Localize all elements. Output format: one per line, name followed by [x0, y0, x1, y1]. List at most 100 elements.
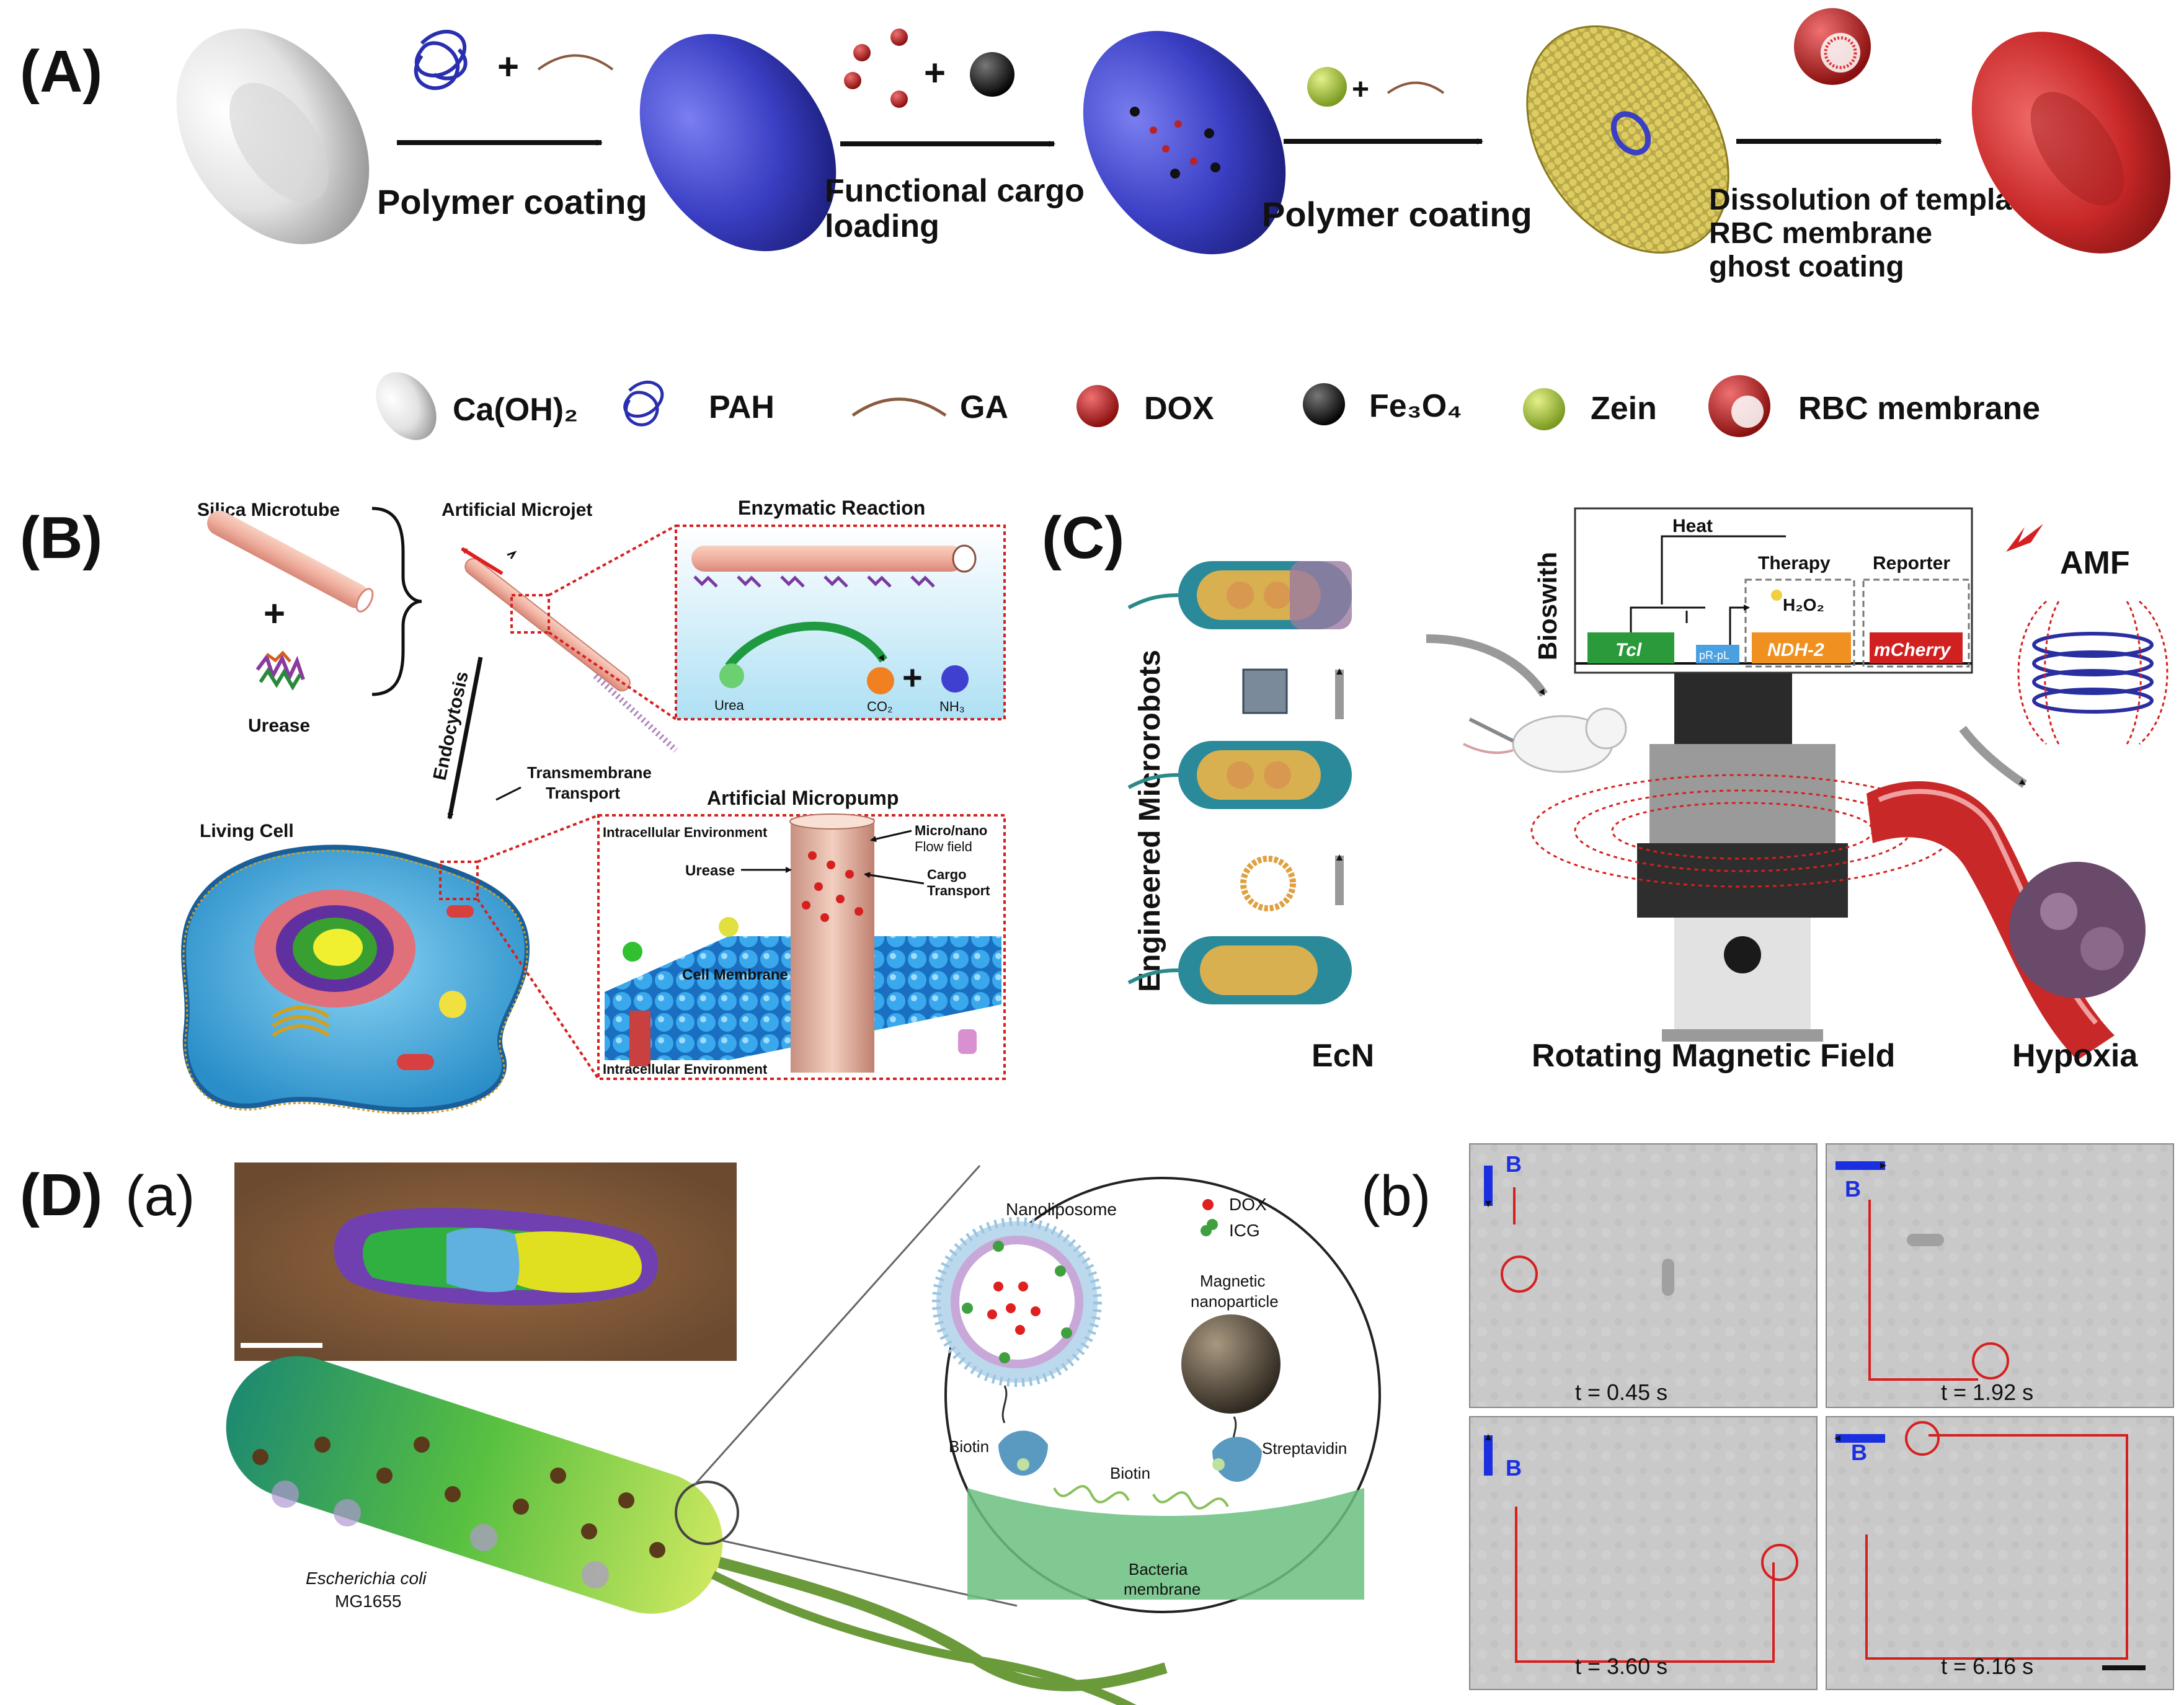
legend-dox-icon	[1076, 385, 1119, 427]
frame-1	[1469, 1143, 1818, 1408]
sem-image	[234, 1162, 737, 1361]
hypoxia-label: Hypoxia	[2012, 1038, 2138, 1074]
h2o2-label: H₂O₂	[1783, 595, 1824, 614]
legend-fe3o4: Fe₃O₄	[1369, 388, 1462, 424]
mcherry-gene-label: mCherry	[1874, 640, 1951, 660]
urease-pump-label: Urease	[685, 862, 735, 879]
prpl-promoter-label: pR-pL	[1699, 649, 1729, 662]
amf-coil	[2017, 600, 2168, 745]
plasmid-icon	[1240, 856, 1296, 911]
legend: Ca(OH)₂ PAH GA DOX Fe₃O₄ Zein RBC membra…	[376, 372, 2040, 440]
zoom-line-2	[548, 631, 677, 720]
artificial-microjet	[461, 547, 678, 753]
magnify-line-1	[693, 1165, 981, 1486]
amf-lightning-icon	[2006, 524, 2043, 552]
zein-ball-icon	[1307, 67, 1347, 107]
heat-label: Heat	[1672, 516, 1713, 536]
amf-arrow	[1959, 725, 2027, 788]
magnetic-label-2: nanoparticle	[1191, 1292, 1279, 1311]
artificial-microjet-label: Artificial Microjet	[442, 500, 592, 520]
flow-pointer	[870, 830, 912, 843]
pah-coated-particle	[639, 33, 837, 252]
frame-2-time: t = 1.92 s	[1941, 1380, 2033, 1405]
amf-label: AMF	[2060, 545, 2130, 581]
therapy-label: Therapy	[1758, 553, 1831, 574]
bacteria-rod	[226, 1356, 1168, 1705]
nanoliposome-label: Nanoliposome	[1006, 1200, 1117, 1219]
transmembrane-pointer	[495, 786, 522, 801]
step-label-2b: loading	[825, 208, 939, 244]
plus-sign-2: +	[924, 52, 946, 94]
rotating-field-label: Rotating Magnetic Field	[1532, 1038, 1895, 1074]
living-cell-illustration	[181, 844, 530, 1115]
plus-sign-3: +	[1352, 73, 1369, 106]
transmembrane-label-2: Transport	[546, 784, 620, 802]
legend-caoh2: Ca(OH)₂	[453, 392, 578, 428]
ndh2-gene-label: NDH-2	[1767, 640, 1824, 660]
biotin-label-left: Biotin	[949, 1437, 989, 1456]
zoom-line-4	[476, 898, 600, 1080]
legend-zein-icon	[1523, 388, 1565, 430]
rbc-coated-particle	[1971, 32, 2171, 254]
panel-d-label: (D)	[20, 1162, 102, 1228]
streptavidin-label: Streptavidin	[1262, 1439, 1347, 1458]
frame-3-field-label: B	[1506, 1455, 1522, 1481]
magnified-view	[932, 1177, 1381, 1613]
legend-fe3o4-icon	[1303, 383, 1345, 425]
panel-c-label: (C)	[1042, 505, 1124, 571]
silica-microtube	[207, 510, 374, 613]
legend-caoh2-icon	[376, 372, 437, 440]
enzymatic-reaction-title: Enzymatic Reaction	[738, 497, 925, 519]
tcl-gene-label: Tcl	[1615, 640, 1642, 660]
plus-sign-b: +	[264, 593, 285, 634]
urea-label: Urea	[714, 698, 744, 713]
plus-sign-1: +	[497, 46, 519, 87]
bacteria-membrane-label-1: Bacteria	[1129, 1560, 1188, 1579]
magnetic-label-1: Magnetic	[1200, 1272, 1266, 1290]
panel-b-label: (B)	[20, 505, 102, 571]
endocytosis-arrow	[447, 657, 483, 820]
legend-pah: PAH	[709, 389, 775, 425]
step-label-4c: ghost coating	[1709, 250, 1904, 283]
frame-1-time: t = 0.45 s	[1575, 1380, 1667, 1405]
transmembrane-label-1: Transmembrane	[527, 763, 652, 782]
ecoli-label-1: Escherichia coli	[306, 1569, 427, 1588]
panel-d-sub-b-label: (b)	[1361, 1164, 1431, 1228]
legend-rbc: RBC membrane	[1798, 391, 2040, 427]
legend-zein: Zein	[1591, 391, 1657, 427]
nanocube-icon	[1242, 668, 1288, 714]
rbc-membrane-icon	[1794, 8, 1871, 85]
enzymatic-reaction-box: +	[675, 525, 1006, 720]
step-label-3: Polymer coating	[1262, 195, 1532, 234]
zoom-box-enzymatic	[510, 594, 550, 634]
legend-ga: GA	[960, 389, 1008, 425]
template-particle	[176, 29, 370, 244]
reporter-label: Reporter	[1873, 553, 1950, 574]
legend-rbc-icon	[1708, 375, 1770, 437]
living-cell-label: Living Cell	[200, 821, 294, 841]
step-label-4a: Dissolution of template	[1709, 184, 2038, 216]
legend-pah-icon	[623, 380, 664, 427]
frame-4	[1826, 1416, 2174, 1690]
microscope	[1637, 670, 1848, 1042]
step-label-4b: RBC membrane	[1709, 217, 1932, 250]
urease-label: Urease	[248, 715, 310, 736]
ecn-label: EcN	[1312, 1038, 1374, 1074]
cargo-pointer	[864, 872, 925, 885]
intracellular-bottom-label: Intracellular Environment	[603, 1061, 768, 1077]
zoom-line-3	[477, 814, 599, 863]
svg-text:+: +	[902, 658, 923, 697]
panel-d-sub-a-label: (a)	[125, 1164, 195, 1228]
frame-2-field-label: B	[1845, 1176, 1861, 1202]
legend-ga-icon	[851, 397, 947, 417]
micropump-box	[597, 813, 1006, 1080]
magnify-circle-small	[675, 1481, 739, 1545]
cell-membrane-label: Cell Membrane	[682, 967, 788, 983]
legend-dox: DOX	[1144, 391, 1214, 427]
engineered-microrobots-label: Engineered Microrobots	[1134, 650, 1166, 992]
ecoli-label-2: MG1655	[335, 1592, 401, 1611]
ga-strand-icon	[537, 54, 614, 71]
frame-1-field-label: B	[1506, 1151, 1522, 1177]
cargo-label-1: Cargo	[927, 867, 967, 882]
